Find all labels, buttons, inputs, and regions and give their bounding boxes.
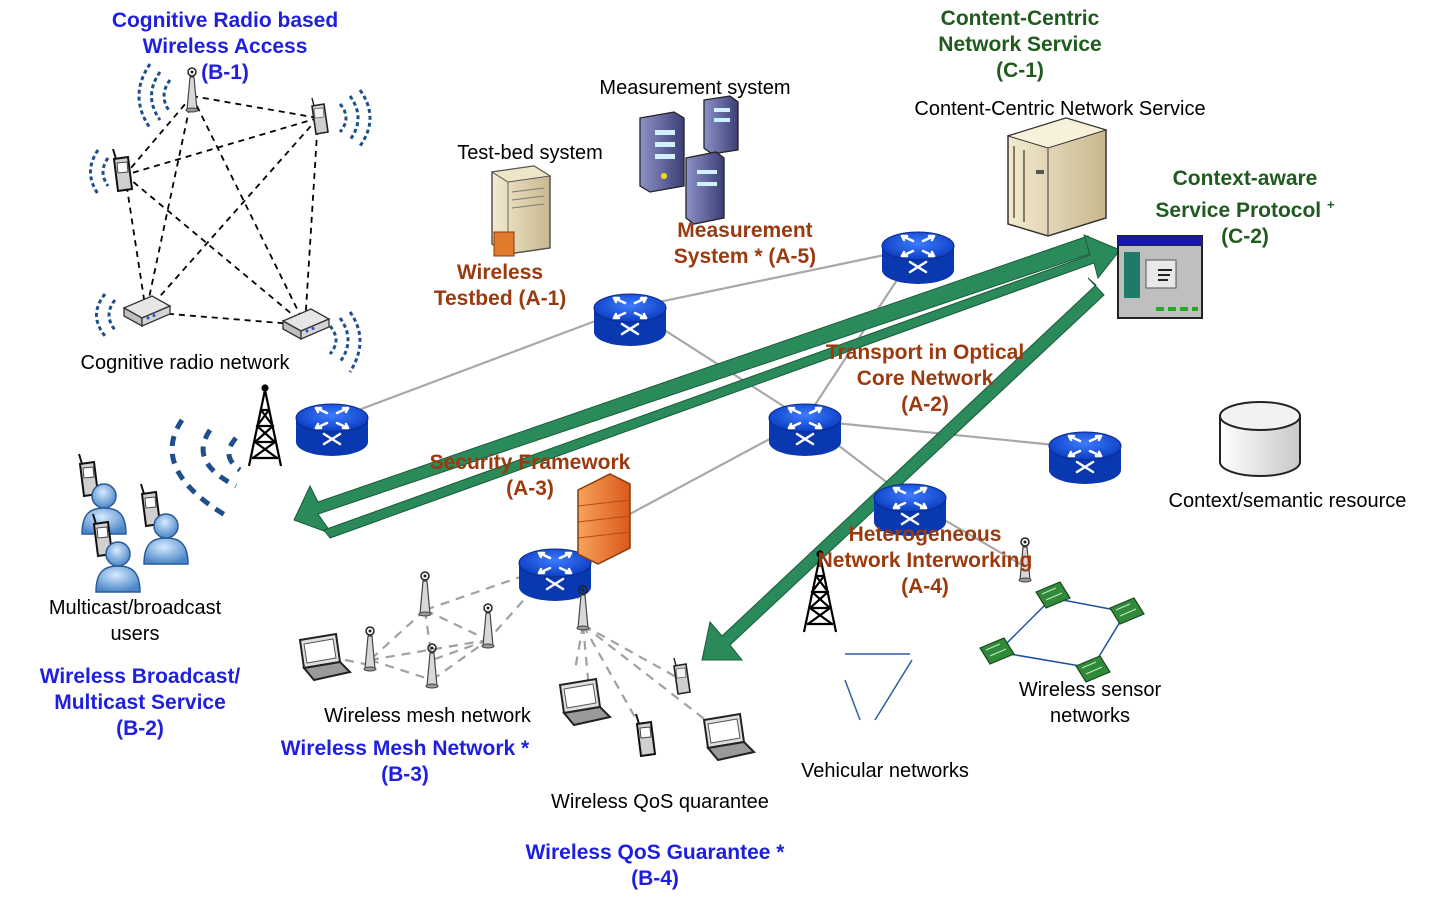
caption-context: Context/semantic resource — [1168, 490, 1407, 512]
caption-qos: Wireless QoS quarantee — [551, 791, 769, 813]
label-c1: Content-Centric Network Service (C-1) — [938, 7, 1102, 82]
multicast-users — [78, 453, 189, 593]
label-a1: Wireless Testbed (A-1) — [433, 261, 567, 310]
router-icon — [1047, 430, 1123, 486]
mobile-phone-icon — [112, 148, 133, 192]
caption-sensor: Wireless sensor networks — [1018, 679, 1162, 727]
application-window-icon — [1117, 235, 1203, 319]
database-icon — [1219, 401, 1301, 477]
access-point-icon — [363, 626, 377, 672]
label-a3: Security Framework (A-3) — [429, 451, 631, 500]
mobile-phone-icon — [673, 657, 691, 695]
label-c2: Context-aware Service Protocol + (C-2) — [1155, 167, 1335, 248]
sensor-network — [979, 581, 1145, 683]
arrow-to-context-aware — [323, 234, 1121, 539]
sensor-node-icon — [1109, 597, 1145, 625]
flow-arrows — [293, 234, 1121, 661]
caption-testbed: Test-bed system — [457, 142, 603, 164]
laptop-icon — [299, 633, 351, 681]
testbed-server-icon — [490, 165, 552, 257]
caption-mesh: Wireless mesh network — [324, 705, 531, 727]
label-b2: Wireless Broadcast/ Multicast Service (B… — [39, 665, 241, 740]
arrow-to-wireless-qos — [701, 277, 1105, 661]
radio-tower-icon — [247, 384, 283, 468]
cognitive-radio-device-icon — [123, 295, 171, 327]
measurement-server-icon — [639, 95, 739, 225]
laptop-icon — [703, 713, 755, 761]
cognitive-radio-device-icon — [282, 308, 330, 340]
router-icon — [592, 292, 668, 348]
access-point-icon — [481, 603, 495, 649]
label-b3: Wireless Mesh Network * (B-3) — [280, 737, 530, 786]
mobile-phone-icon — [311, 97, 329, 135]
firewall-icon — [577, 473, 631, 565]
cognitive-radio-network — [89, 63, 372, 373]
router-icon — [294, 402, 370, 458]
caption-multicast: Multicast/broadcast users — [48, 597, 222, 645]
label-b1: Cognitive Radio based Wireless Access (B… — [111, 9, 339, 84]
caption-vehicular: Vehicular networks — [801, 760, 969, 782]
label-a4: Heterogeneous Network Interworking (A-4) — [817, 523, 1033, 598]
access-point-icon — [418, 571, 432, 617]
access-point-icon — [425, 643, 439, 689]
content-server-icon — [1006, 117, 1108, 237]
router-icon — [880, 230, 956, 286]
label-a5: Measurement System * (A-5) — [673, 219, 817, 268]
label-b4: Wireless QoS Guarantee * (B-4) — [525, 841, 785, 890]
caption-measurement: Measurement system — [599, 77, 791, 99]
mobile-phone-icon — [635, 713, 656, 757]
vehicular-links — [844, 653, 913, 721]
broadcast-waves — [169, 418, 242, 521]
caption-content-centric: Content-Centric Network Service — [914, 98, 1206, 120]
caption-cognitive: Cognitive radio network — [80, 352, 290, 374]
label-a2: Transport in Optical Core Network (A-2) — [825, 341, 1025, 416]
